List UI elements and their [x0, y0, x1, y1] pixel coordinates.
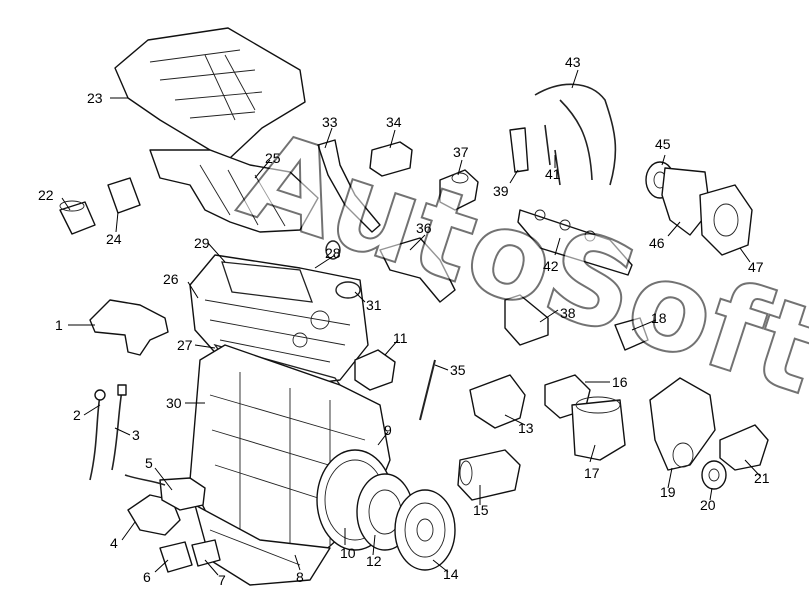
bush-20	[701, 460, 727, 490]
callout-label: 37	[453, 144, 469, 160]
callout-label: 35	[450, 362, 466, 378]
clamp-28-31	[325, 240, 361, 299]
thermostat-housing-4-5	[124, 474, 206, 536]
callout-label: 27	[177, 337, 193, 353]
callout-label: 1	[55, 317, 63, 333]
callout-label: 43	[565, 54, 581, 70]
pump-47	[699, 184, 753, 256]
rod-35	[419, 359, 436, 421]
bracket-38	[504, 294, 549, 346]
callout-label: 47	[748, 259, 764, 275]
callout-label: 3	[132, 427, 140, 443]
sensor-18	[614, 317, 649, 351]
injectors-39	[509, 124, 561, 186]
callout-label: 26	[163, 271, 179, 287]
pump-13	[469, 374, 526, 429]
sensor-3	[111, 384, 127, 471]
starter-15	[457, 449, 521, 501]
filter-22	[59, 200, 96, 235]
callout-label: 31	[366, 297, 382, 313]
callout-label: 4	[110, 535, 118, 551]
callout-label: 23	[87, 90, 103, 106]
callout-label: 12	[366, 553, 382, 569]
pipe-36	[379, 237, 456, 303]
callout-label: 46	[649, 235, 665, 251]
callout-label: 8	[296, 569, 304, 585]
valve-37	[439, 169, 479, 211]
callout-label: 6	[143, 569, 151, 585]
callout-label: 19	[660, 484, 676, 500]
bracket-1	[89, 299, 169, 356]
filter-17	[571, 396, 626, 461]
callout-label: 39	[493, 183, 509, 199]
callout-label: 38	[560, 305, 576, 321]
plate-46	[661, 167, 711, 236]
callout-label: 17	[584, 465, 600, 481]
hoses-6-7	[159, 539, 221, 573]
injector-harness-43	[534, 83, 617, 186]
callout-label: 41	[545, 166, 561, 182]
module-34	[369, 141, 413, 177]
valve-cover-gasket	[221, 261, 313, 303]
callout-label: 13	[518, 420, 534, 436]
engine-cover	[114, 27, 306, 159]
callout-label: 29	[194, 235, 210, 251]
filter-24	[107, 177, 141, 214]
flywheel-assembly	[316, 449, 456, 571]
callout-label: 20	[700, 497, 716, 513]
sensor-2	[89, 389, 106, 481]
leader-lines	[61, 69, 761, 576]
callout-label: 21	[754, 470, 770, 486]
fuel-rail-42	[517, 209, 633, 276]
callout-label: 5	[145, 455, 153, 471]
callout-label: 22	[38, 187, 54, 203]
callout-label: 16	[612, 374, 628, 390]
callout-label: 24	[106, 231, 122, 247]
mount-21	[719, 424, 769, 471]
callout-label: 33	[322, 114, 338, 130]
callout-label: 34	[386, 114, 402, 130]
bracket-19	[649, 377, 716, 471]
callout-label: 15	[473, 502, 489, 518]
callout-label: 7	[218, 572, 226, 588]
callout-label: 45	[655, 136, 671, 152]
callout-label: 25	[265, 150, 281, 166]
intake-manifold	[149, 149, 319, 233]
callout-label: 28	[325, 245, 341, 261]
callout-label: 36	[416, 220, 432, 236]
callout-label: 30	[166, 395, 182, 411]
callout-label: 10	[340, 545, 356, 561]
housing-11	[354, 349, 396, 391]
callout-label: 11	[393, 330, 408, 346]
callout-label: 2	[73, 407, 81, 423]
callout-label: 42	[543, 258, 559, 274]
callout-label: 9	[384, 422, 392, 438]
callout-labels: 1 2 3 4 5 6 7 8 9 10 11 12 13 14 15 16 1…	[38, 54, 770, 588]
callout-label: 14	[443, 566, 459, 582]
pipe-33	[317, 139, 381, 233]
callout-label: 18	[651, 310, 667, 326]
